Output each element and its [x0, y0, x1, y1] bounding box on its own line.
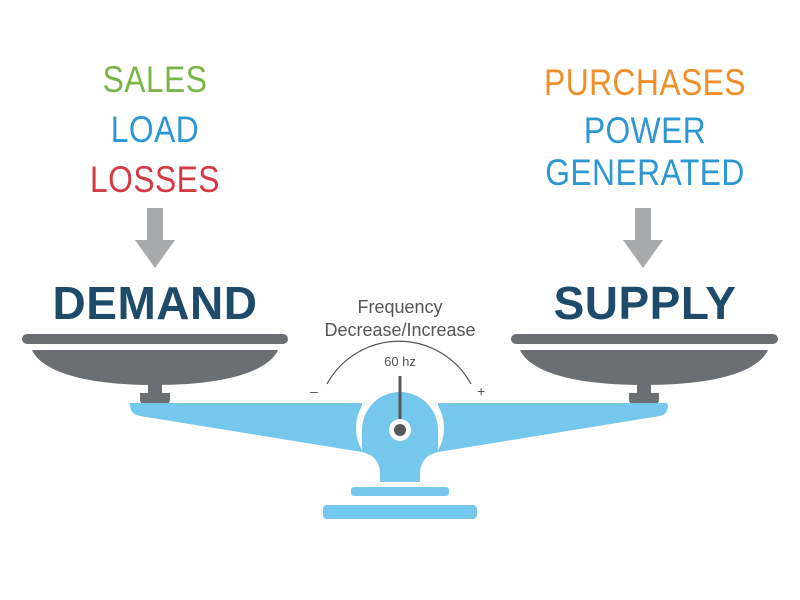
demand-factor-losses: LOSSES [90, 159, 220, 200]
gauge-arc [326, 340, 472, 385]
gauge-title-line2: Decrease/Increase [324, 320, 476, 340]
demand-title: DEMAND [52, 277, 258, 329]
supply-factor-power: POWER [583, 110, 707, 151]
gauge-minus-label: – [310, 383, 318, 399]
supply-arrow-icon [623, 208, 663, 268]
supply-factors: PURCHASES POWER GENERATED [533, 55, 757, 195]
demand-factor-sales: SALES [102, 59, 208, 100]
supply-factor-purchases: PURCHASES [544, 62, 746, 103]
supply-title: SUPPLY [553, 277, 737, 329]
supply-factor-generated: GENERATED [545, 152, 745, 193]
demand-factor-load: LOAD [110, 109, 200, 150]
gauge-needle [389, 376, 411, 441]
gauge-center-label: 60 hz [384, 354, 416, 369]
demand-factors: SALES LOAD LOSSES [73, 55, 236, 205]
demand-pan [22, 334, 288, 407]
gauge-plus-label: + [477, 383, 486, 399]
scale-beam [130, 403, 668, 452]
demand-arrow-icon [135, 208, 175, 268]
supply-pan [511, 334, 778, 407]
gauge-title: Frequency Decrease/Increase [300, 296, 500, 342]
gauge-title-line1: Frequency [357, 297, 443, 317]
